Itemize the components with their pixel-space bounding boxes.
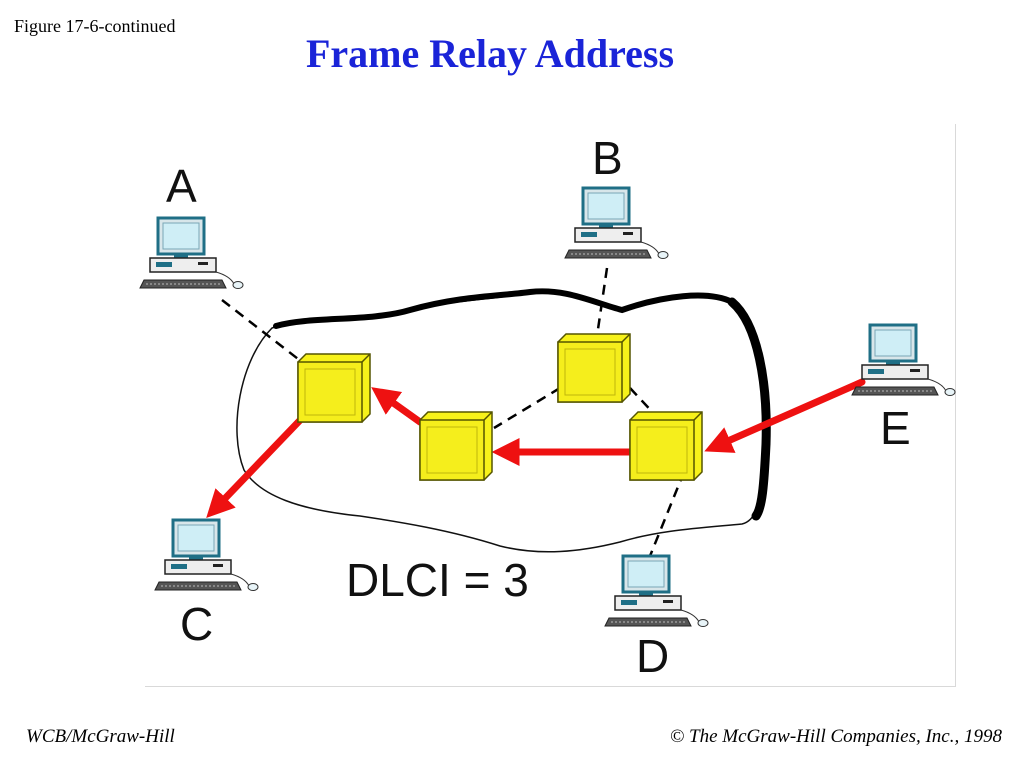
switch-4	[629, 411, 703, 481]
switch-2	[557, 333, 631, 403]
node-label-d: D	[636, 630, 669, 682]
arrow-e-to-switch4	[704, 378, 866, 453]
switch-3	[419, 411, 493, 481]
footer-copyright-text: The McGraw-Hill Companies, Inc., 1998	[689, 726, 1002, 747]
cloud-thick-top	[273, 288, 735, 329]
link-switch2-switch3	[493, 386, 561, 430]
frame-path	[206, 378, 866, 519]
link-b-switch2	[595, 267, 609, 337]
figure-label: Figure 17-6-continued	[14, 16, 176, 36]
footer-copyright: © The McGraw-Hill Companies, Inc., 1998	[670, 726, 1002, 748]
computer-e-icon	[850, 323, 957, 397]
link-a-switch1	[221, 299, 303, 363]
link-switch4-d	[648, 471, 686, 557]
node-label-c: C	[180, 598, 213, 650]
diagram-panel	[145, 124, 956, 687]
computer-d-icon	[603, 554, 710, 628]
footer-publisher: WCB/McGraw-Hill	[26, 726, 175, 747]
computer-c-icon	[153, 518, 260, 592]
arrow-switch3-to-switch1	[371, 387, 424, 426]
computer-b-icon	[563, 186, 670, 260]
node-label-a: A	[166, 160, 197, 212]
slide-title: Frame Relay Address	[305, 31, 675, 76]
node-label-e: E	[880, 402, 911, 454]
dlci-label: DLCI = 3	[346, 554, 529, 606]
node-label-b: B	[592, 132, 623, 184]
copyright-symbol: ©	[669, 726, 685, 747]
computer-a-icon	[138, 216, 245, 290]
switch-1	[297, 353, 371, 423]
arrow-switch1-to-c	[206, 410, 310, 519]
cloud-thick-right	[727, 297, 771, 521]
